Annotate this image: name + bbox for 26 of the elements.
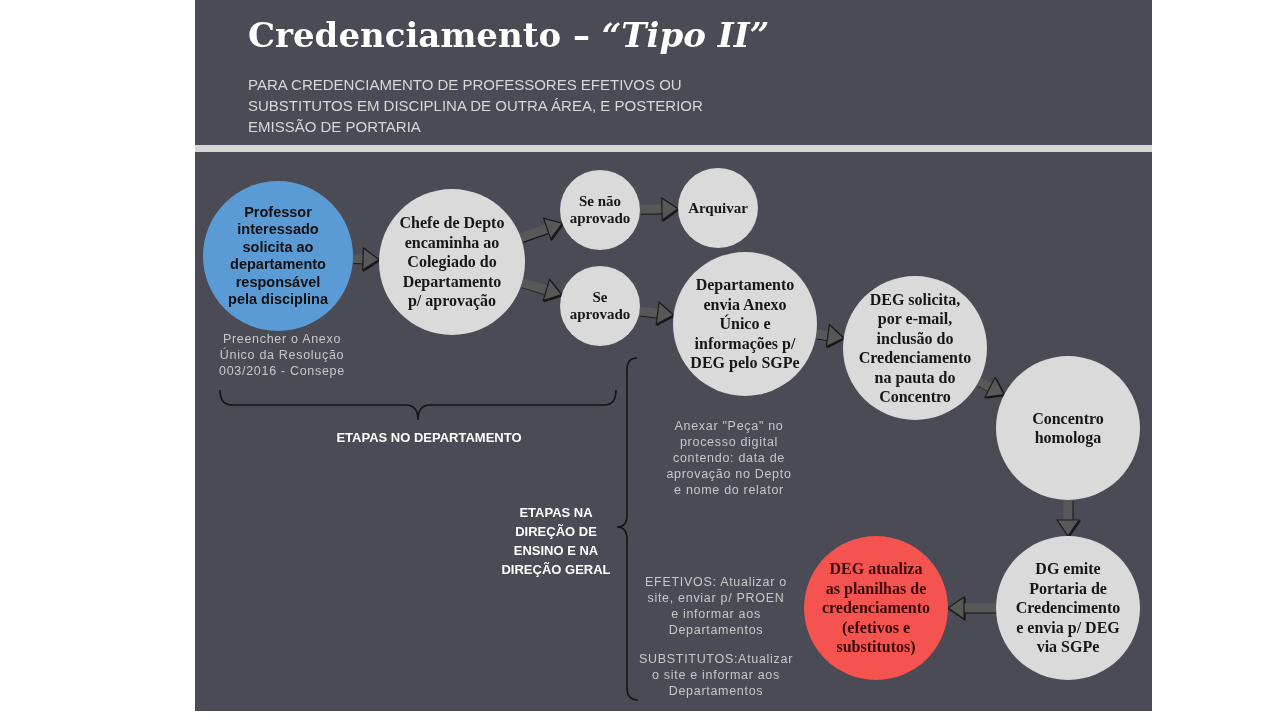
step-text: Arquivar xyxy=(687,199,749,217)
arrow xyxy=(639,197,679,221)
step-text: Se aprovado xyxy=(568,289,632,323)
arrow xyxy=(352,247,380,271)
step-text: DEG solicita, por e-mail, inclusão do Credenciamento na pauta do Concentro xyxy=(857,289,973,407)
step-text: DEG atualiza as planilhas de credenciamento (efetivos e substitutos) xyxy=(821,559,931,657)
step-text: Chefe de Depto encaminha ao Colegiado do Departamento p/ aprovação xyxy=(398,213,506,311)
arrow xyxy=(1056,500,1080,537)
section-label: ETAPAS NO DEPARTAMENTO xyxy=(335,429,523,447)
step-text: DG emite Portaria de Credencimento e envia p/ DEG via SGPe xyxy=(1014,559,1122,657)
step-text: Professor interessado solicita ao departamento responsável pela disciplina xyxy=(227,203,329,309)
title: Credenciamento – “Tipo II” xyxy=(248,15,770,55)
arrow xyxy=(639,301,675,325)
subtitle: PARA CREDENCIAMENTO DE PROFESSORES EFETIVOS OU SUBSTITUTOS EM DISCIPLINA DE OUTRA ÁREA, E POSTERIOR EMISSÃO DE PORTARIA xyxy=(248,75,704,137)
note-text: EFETIVOS: Atualizar o site, enviar p/ PROEN e informar aos Departamentos xyxy=(644,574,788,638)
step-text: Concentro homologa xyxy=(1031,408,1105,448)
section-label: ETAPAS NA DIREÇÃO DE ENSINO E NA DIREÇÃO GERAL xyxy=(500,504,612,579)
arrow xyxy=(520,278,563,302)
step-text: Se não aprovado xyxy=(568,193,632,227)
note-text: SUBSTITUTOS:Atualizar o site e informar aos Departamentos xyxy=(637,651,795,699)
note-text: Preencher o Anexo Único da Resolução 003/2016 - Consepe xyxy=(218,331,346,379)
note-text: Anexar "Peça" no processo digital contendo: data de aprovação no Depto e nome do relator xyxy=(665,418,793,498)
step-text: Departamento envia Anexo Único e informações p/ DEG pelo SGPe xyxy=(689,275,801,373)
arrow xyxy=(519,217,564,243)
arrow xyxy=(947,596,996,620)
arrow xyxy=(815,324,845,348)
